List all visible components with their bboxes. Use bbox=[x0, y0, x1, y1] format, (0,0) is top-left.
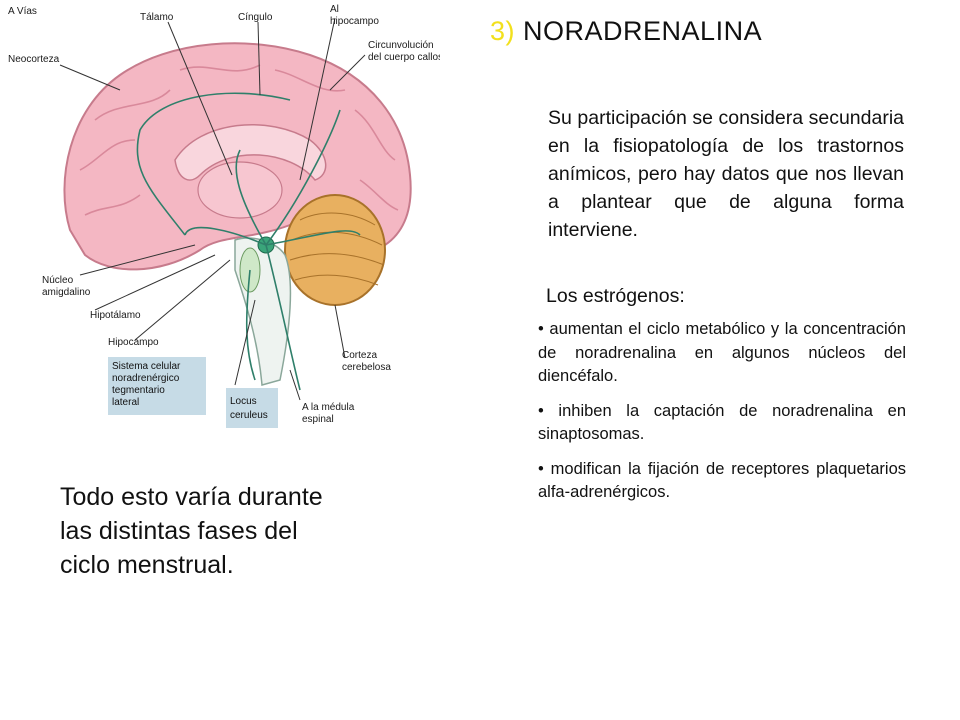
label-pointers bbox=[59, 17, 366, 401]
label-corteza-2: cerebelosa bbox=[342, 362, 391, 373]
brain-illustration: A Vías Tálamo Cíngulo Al hipocampo Circu… bbox=[0, 0, 440, 440]
list-item: • modifican la fijación de receptores pl… bbox=[538, 459, 906, 502]
cerebellum-folia bbox=[289, 212, 385, 286]
label-circunvolucion-1: Circunvolución bbox=[368, 40, 434, 51]
label-corteza-1: Corteza bbox=[342, 350, 377, 361]
label-neocorteza: Neocorteza bbox=[8, 54, 60, 65]
locus-label-box bbox=[226, 388, 278, 428]
label-nucleo-1: Núcleo bbox=[42, 275, 74, 286]
label-circunvolucion-2: del cuerpo calloso bbox=[368, 52, 440, 63]
label-sistema-1: Sistema celular bbox=[112, 361, 181, 372]
list-item: • aumentan el ciclo metabólico y la conc… bbox=[538, 320, 906, 385]
label-vias: A Vías bbox=[8, 6, 37, 17]
label-sistema-4: lateral bbox=[112, 397, 139, 408]
gyri-lines bbox=[79, 64, 399, 216]
list-item: • inhiben la captación de noradrenalina … bbox=[538, 401, 906, 444]
label-medula-1: A la médula bbox=[302, 402, 355, 413]
brain-diagram-svg: A Vías Tálamo Cíngulo Al hipocampo Circu… bbox=[8, 4, 440, 428]
label-al-hipocampo-2: hipocampo bbox=[330, 16, 379, 27]
estrogen-subheading: Los estrógenos: bbox=[546, 285, 685, 307]
label-hipotalamo: Hipotálamo bbox=[90, 310, 141, 321]
label-nucleo-2: amigdalino bbox=[42, 287, 91, 298]
intro-paragraph: Su participación se considera secundaria… bbox=[548, 107, 904, 241]
label-cingulo: Cíngulo bbox=[238, 12, 273, 23]
cerebellum-shape bbox=[284, 194, 386, 306]
menstrual-cycle-note: Todo esto varía durante las distintas fa… bbox=[60, 483, 323, 579]
label-locus-2: ceruleus bbox=[230, 410, 268, 421]
estrogen-effects-list: • aumentan el ciclo metabólico y la conc… bbox=[538, 318, 906, 516]
title-number: 3) bbox=[490, 16, 516, 46]
title-text: NORADRENALINA bbox=[523, 16, 763, 46]
label-locus-1: Locus bbox=[230, 396, 257, 407]
label-talamo: Tálamo bbox=[140, 12, 174, 23]
label-sistema-2: noradrenérgico bbox=[112, 373, 180, 384]
sistema-label-box bbox=[108, 357, 206, 415]
corpus-callosum bbox=[174, 124, 327, 181]
slide-title: 3) NORADRENALINA bbox=[490, 16, 762, 47]
label-sistema-3: tegmentario bbox=[112, 385, 165, 396]
label-hipocampo: Hipocampo bbox=[108, 337, 159, 348]
label-al-hipocampo-1: Al bbox=[330, 4, 339, 15]
label-medula-2: espinal bbox=[302, 414, 334, 425]
